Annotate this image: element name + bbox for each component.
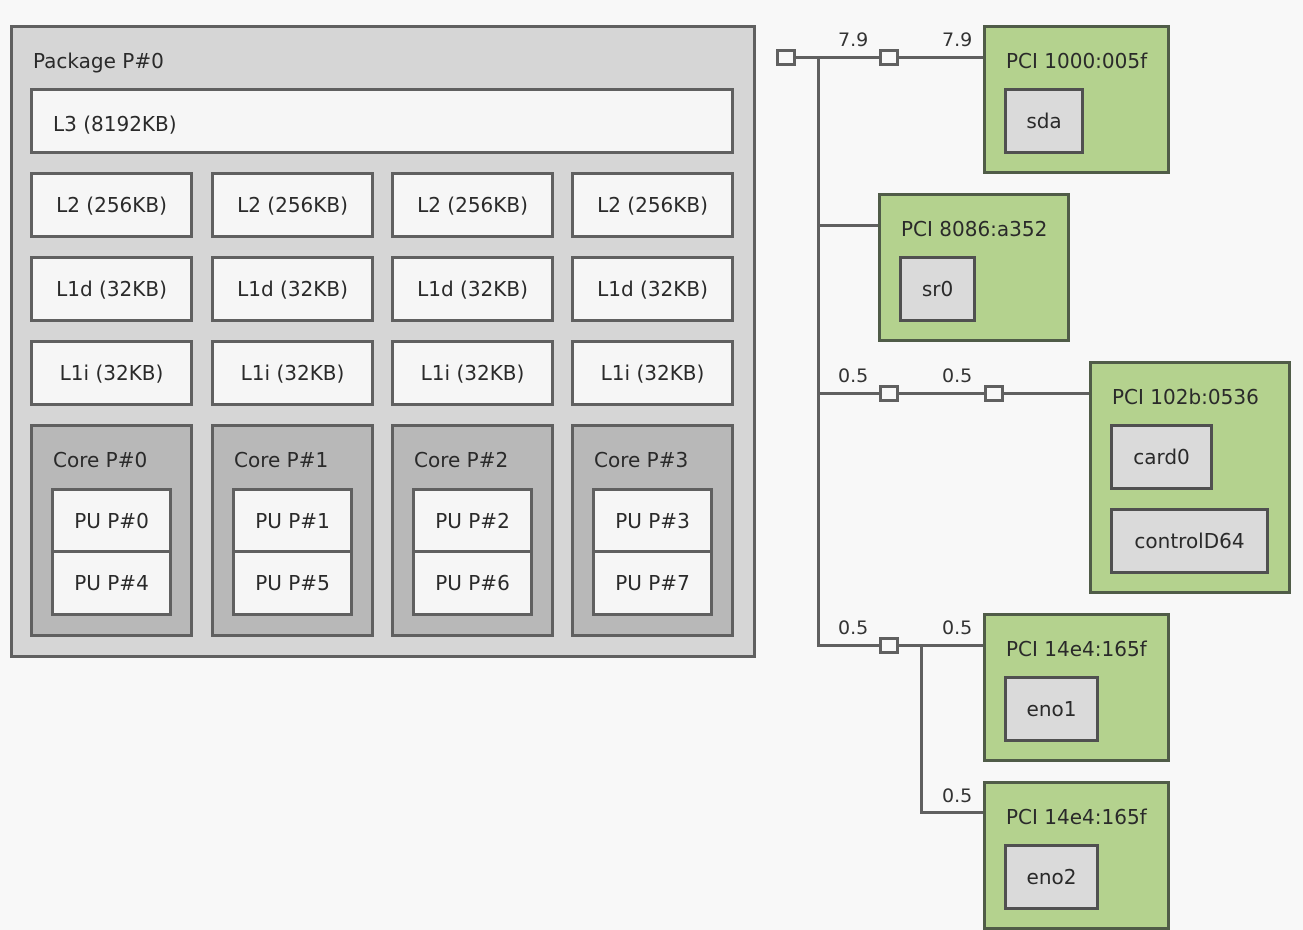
pci-label: PCI 1000:005f [1006,49,1148,73]
pci-bridge-icon [984,385,1004,402]
l3-label: L3 (8192KB) [53,112,177,136]
pci-bridge-icon [879,385,899,402]
l1i-cache-3: L1i (32KB) [571,340,734,406]
bandwidth-label: 0.5 [838,617,869,639]
sda-link-line [817,56,983,59]
eth-sub-trunk [920,644,923,814]
pci-bridge-icon [879,49,899,66]
pu-5: PU P#5 [232,550,353,616]
l1i-cache-2: L1i (32KB) [391,340,554,406]
os-device-sda: sda [1004,88,1084,154]
bandwidth-label: 0.5 [838,365,869,387]
l1i-cache-1: L1i (32KB) [211,340,374,406]
pu-7: PU P#7 [592,550,713,616]
l2-cache-0: L2 (256KB) [30,172,193,238]
vga-link-line [817,392,1091,395]
os-device-sr0: sr0 [899,256,976,322]
os-device-eno1: eno1 [1004,676,1099,742]
pci-label: PCI 14e4:165f [1006,805,1147,829]
bandwidth-label: 0.5 [942,785,973,807]
pci-label: PCI 8086:a352 [901,217,1048,241]
l2-cache-3: L2 (256KB) [571,172,734,238]
pu-6: PU P#6 [412,550,533,616]
core-label: Core P#2 [414,448,509,472]
package-label: Package P#0 [33,49,164,73]
os-device-card0: card0 [1110,424,1213,490]
l3-cache: L3 (8192KB) [30,88,734,154]
pu-3: PU P#3 [592,488,713,553]
l1d-cache-0: L1d (32KB) [30,256,193,322]
sr0-link-line [817,224,880,227]
host-bridge-icon [776,49,796,66]
l2-cache-2: L2 (256KB) [391,172,554,238]
pci-label: PCI 102b:0536 [1112,385,1259,409]
pu-0: PU P#0 [51,488,172,553]
eth2-link-line [920,811,983,814]
bandwidth-label: 7.9 [942,29,973,51]
host-bridge-link [796,56,820,59]
pci-trunk-line [817,56,820,646]
l1i-cache-0: L1i (32KB) [30,340,193,406]
bandwidth-label: 0.5 [942,617,973,639]
l1d-cache-1: L1d (32KB) [211,256,374,322]
l1d-cache-2: L1d (32KB) [391,256,554,322]
core-label: Core P#1 [234,448,329,472]
pci-label: PCI 14e4:165f [1006,637,1147,661]
l1d-cache-3: L1d (32KB) [571,256,734,322]
pci-bridge-icon [879,637,899,654]
pu-4: PU P#4 [51,550,172,616]
core-label: Core P#0 [53,448,148,472]
bandwidth-label: 7.9 [838,29,869,51]
eth-link-line [817,644,983,647]
pu-1: PU P#1 [232,488,353,553]
os-device-controlD64: controlD64 [1110,508,1269,574]
core-label: Core P#3 [594,448,689,472]
os-device-eno2: eno2 [1004,844,1099,910]
l2-cache-1: L2 (256KB) [211,172,374,238]
pu-2: PU P#2 [412,488,533,553]
bandwidth-label: 0.5 [942,365,973,387]
